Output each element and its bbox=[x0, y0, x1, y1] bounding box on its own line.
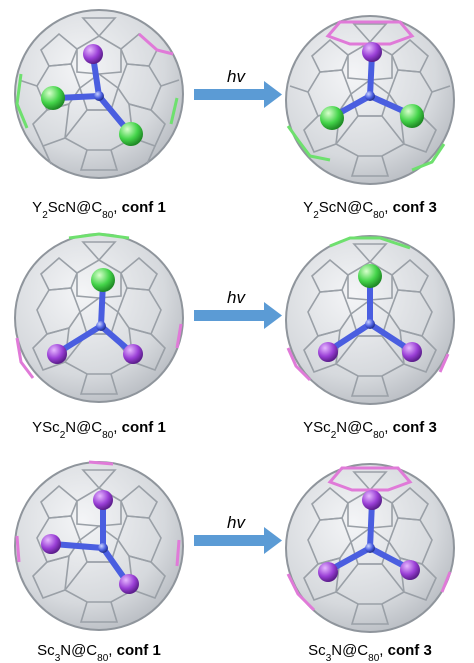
formula: Sc bbox=[308, 642, 326, 659]
highlight-bonds bbox=[15, 232, 183, 379]
endohedral-cluster bbox=[318, 264, 422, 362]
endohedral-cluster bbox=[320, 42, 424, 130]
cage-lattice bbox=[303, 471, 437, 625]
endohedral-cluster bbox=[47, 268, 143, 364]
scandium-atom bbox=[362, 42, 382, 62]
nitrogen-atom bbox=[98, 543, 108, 553]
formula: YSc bbox=[32, 419, 60, 436]
caption-row2-left: YSc2N@C80, conf 1 bbox=[32, 419, 166, 441]
formula: Y bbox=[303, 199, 313, 216]
caption-row1-right: Y2ScN@C80, conf 3 bbox=[303, 199, 437, 221]
fullerene-cage-left bbox=[14, 460, 184, 631]
yttrium-atom bbox=[320, 106, 344, 130]
reaction-arrow: hv bbox=[194, 288, 282, 329]
fullerene-cage-right bbox=[285, 15, 455, 185]
scandium-atom bbox=[47, 344, 67, 364]
scandium-atom bbox=[83, 44, 103, 64]
highlight-bonds bbox=[286, 20, 446, 172]
scandium-atom bbox=[318, 342, 338, 362]
endohedral-cluster bbox=[41, 44, 143, 146]
scandium-atom bbox=[318, 562, 338, 582]
caption-row3-right: Sc3N@C80, conf 3 bbox=[308, 642, 432, 663]
nitrogen-atom bbox=[365, 319, 375, 329]
row-2: hv bbox=[14, 232, 455, 441]
formula: Y bbox=[32, 199, 42, 216]
scandium-atom bbox=[93, 490, 113, 510]
reaction-arrow: hv bbox=[194, 513, 282, 554]
caption-row3-left: Sc3N@C80, conf 1 bbox=[37, 642, 161, 663]
nitrogen-atom bbox=[96, 321, 106, 331]
yttrium-atom bbox=[358, 264, 382, 288]
highlight-bonds bbox=[286, 466, 452, 612]
fullerene-cage-right bbox=[285, 235, 455, 405]
yttrium-atom bbox=[400, 104, 424, 128]
scandium-atom bbox=[41, 534, 61, 554]
formula: YSc bbox=[303, 419, 331, 436]
highlight-bonds bbox=[15, 460, 181, 567]
nitrogen-atom bbox=[365, 91, 375, 101]
highlight-bonds bbox=[15, 32, 179, 129]
yttrium-atom bbox=[91, 268, 115, 292]
cage-lattice bbox=[32, 241, 166, 395]
yttrium-atom bbox=[119, 122, 143, 146]
cage-lattice bbox=[18, 17, 180, 171]
row-1: hv bbox=[14, 9, 455, 221]
fullerene-cage-left bbox=[14, 9, 184, 179]
scandium-atom bbox=[400, 560, 420, 580]
scandium-atom bbox=[119, 574, 139, 594]
fullerene-cage-right bbox=[285, 463, 455, 633]
arrow-label: hv bbox=[227, 288, 246, 307]
scandium-atom bbox=[123, 344, 143, 364]
row-3: hv bbox=[14, 460, 455, 663]
scandium-atom bbox=[362, 490, 382, 510]
highlight-bonds bbox=[286, 236, 450, 382]
nitrogen-atom bbox=[365, 543, 375, 553]
yttrium-atom bbox=[41, 86, 65, 110]
scandium-atom bbox=[402, 342, 422, 362]
endohedral-cluster bbox=[41, 490, 139, 594]
caption-row1-left: Y2ScN@C80, conf 1 bbox=[32, 199, 166, 221]
arrow-label: hv bbox=[227, 67, 246, 86]
nitrogen-atom bbox=[94, 91, 104, 101]
formula: Sc bbox=[37, 642, 55, 659]
caption-row2-right: YSc2N@C80, conf 3 bbox=[303, 419, 437, 441]
reaction-arrow: hv bbox=[194, 67, 282, 108]
cage-lattice bbox=[32, 469, 166, 623]
endohedral-cluster bbox=[318, 490, 420, 582]
fullerene-cage-left bbox=[14, 232, 184, 403]
arrow-label: hv bbox=[227, 513, 246, 532]
